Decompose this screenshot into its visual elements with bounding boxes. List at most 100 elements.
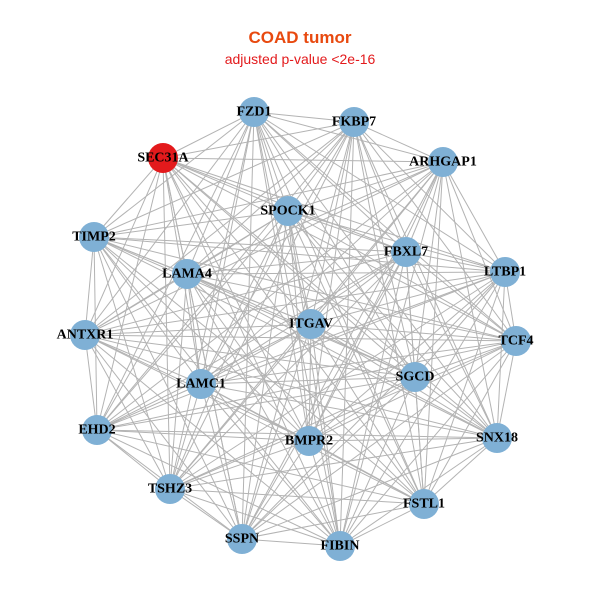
node-fbxl7[interactable]: FBXL7: [384, 237, 428, 267]
node-circle[interactable]: [227, 524, 257, 554]
edge-sgcd-bmpr2: [308, 376, 416, 442]
edge-bmpr2-tshz3: [169, 440, 310, 490]
edge-fbxl7-ehd2: [96, 251, 407, 431]
edge-itgav-lamc1: [200, 323, 312, 385]
node-tshz3[interactable]: TSHZ3: [148, 474, 192, 504]
edge-bmpr2-fstl1: [308, 440, 425, 505]
node-label: SSPN: [225, 532, 259, 547]
edge-lamc1-sspn: [200, 383, 243, 540]
edge-sgcd-ehd2: [96, 376, 416, 431]
node-antxr1[interactable]: ANTXR1: [57, 320, 114, 350]
node-label: SPOCK1: [260, 204, 315, 219]
node-bmpr2[interactable]: BMPR2: [285, 426, 333, 456]
node-sspn[interactable]: SSPN: [225, 524, 259, 554]
node-sec31a[interactable]: SEC31A: [137, 143, 190, 173]
edge-sec31a-antxr1: [84, 157, 164, 336]
node-circle[interactable]: [239, 97, 269, 127]
node-label: BMPR2: [285, 434, 333, 449]
edge-lamc1-fibin: [200, 383, 341, 547]
node-label: SEC31A: [137, 151, 189, 166]
edge-ltbp1-ehd2: [96, 271, 506, 431]
node-circle[interactable]: [273, 196, 303, 226]
node-circle[interactable]: [400, 362, 430, 392]
node-circle[interactable]: [79, 222, 109, 252]
edge-lama4-bmpr2: [186, 273, 310, 442]
node-label: TCF4: [499, 334, 534, 349]
node-circle[interactable]: [501, 326, 531, 356]
node-circle[interactable]: [148, 143, 178, 173]
node-arhgap1[interactable]: ARHGAP1: [409, 147, 477, 177]
node-circle[interactable]: [428, 147, 458, 177]
edge-fkbp7-ltbp1: [353, 121, 506, 273]
edge-lamc1-ehd2: [96, 383, 202, 431]
edge-fbxl7-snx18: [405, 251, 498, 439]
node-circle[interactable]: [172, 259, 202, 289]
edge-tcf4-fibin: [339, 340, 517, 547]
node-circle[interactable]: [155, 474, 185, 504]
node-fstl1[interactable]: FSTL1: [403, 489, 445, 519]
node-lama4[interactable]: LAMA4: [162, 259, 212, 289]
edge-fzd1-bmpr2: [253, 111, 310, 442]
edge-fkbp7-tshz3: [169, 121, 355, 490]
edge-fbxl7-lama4: [186, 251, 407, 275]
node-label: ITGAV: [289, 317, 333, 332]
node-label: FSTL1: [403, 497, 445, 512]
node-label: TSHZ3: [148, 482, 192, 497]
edge-sgcd-tshz3: [169, 376, 416, 490]
edge-ehd2-fstl1: [96, 429, 425, 505]
node-circle[interactable]: [482, 423, 512, 453]
node-ehd2[interactable]: EHD2: [78, 415, 116, 445]
edge-timp2-bmpr2: [93, 236, 310, 442]
node-fibin[interactable]: FIBIN: [321, 531, 360, 561]
edge-fzd1-fkbp7: [253, 111, 355, 123]
node-fzd1[interactable]: FZD1: [237, 97, 272, 127]
node-circle[interactable]: [294, 426, 324, 456]
edge-itgav-bmpr2: [308, 323, 312, 442]
edge-antxr1-lamc1: [84, 334, 202, 385]
edge-fkbp7-sec31a: [162, 121, 355, 159]
node-spock1[interactable]: SPOCK1: [260, 196, 316, 226]
node-label: EHD2: [78, 423, 115, 438]
node-circle[interactable]: [296, 309, 326, 339]
edge-antxr1-fstl1: [84, 334, 425, 505]
edge-ltbp1-fstl1: [423, 271, 506, 505]
edge-sgcd-snx18: [414, 376, 498, 439]
node-snx18[interactable]: SNX18: [476, 423, 518, 453]
node-circle[interactable]: [186, 369, 216, 399]
edge-fbxl7-tshz3: [169, 251, 407, 490]
edge-fkbp7-sgcd: [353, 121, 416, 378]
node-ltbp1[interactable]: LTBP1: [484, 257, 526, 287]
node-tcf4[interactable]: TCF4: [499, 326, 534, 356]
edge-ltbp1-lama4: [186, 271, 506, 275]
edge-snx18-fstl1: [423, 437, 498, 505]
chart-title: COAD tumor: [248, 28, 352, 47]
edge-fzd1-ltbp1: [253, 111, 506, 273]
node-circle[interactable]: [325, 531, 355, 561]
edge-fbxl7-antxr1: [84, 251, 407, 336]
node-itgav[interactable]: ITGAV: [289, 309, 333, 339]
node-circle[interactable]: [82, 415, 112, 445]
edge-fkbp7-spock1: [287, 121, 355, 212]
edge-fkbp7-fibin: [339, 121, 355, 547]
edge-fzd1-tshz3: [169, 111, 255, 490]
node-circle[interactable]: [339, 107, 369, 137]
node-lamc1[interactable]: LAMC1: [176, 369, 226, 399]
node-timp2[interactable]: TIMP2: [72, 222, 116, 252]
node-circle[interactable]: [391, 237, 421, 267]
node-circle[interactable]: [490, 257, 520, 287]
edge-antxr1-sgcd: [84, 334, 416, 378]
node-circle[interactable]: [70, 320, 100, 350]
edge-spock1-fibin: [287, 210, 341, 547]
edge-timp2-tshz3: [93, 236, 171, 490]
node-circle[interactable]: [409, 489, 439, 519]
edge-tcf4-ehd2: [96, 340, 517, 431]
edge-sec31a-fstl1: [162, 157, 425, 505]
edge-lama4-tcf4: [186, 273, 517, 342]
node-fkbp7[interactable]: FKBP7: [332, 107, 376, 137]
edge-arhgap1-fbxl7: [405, 161, 444, 253]
node-sgcd[interactable]: SGCD: [396, 362, 435, 392]
edge-sgcd-fstl1: [414, 376, 425, 505]
edge-fbxl7-itgav: [310, 251, 407, 325]
edge-fzd1-antxr1: [84, 111, 255, 336]
edge-fzd1-spock1: [253, 111, 289, 212]
